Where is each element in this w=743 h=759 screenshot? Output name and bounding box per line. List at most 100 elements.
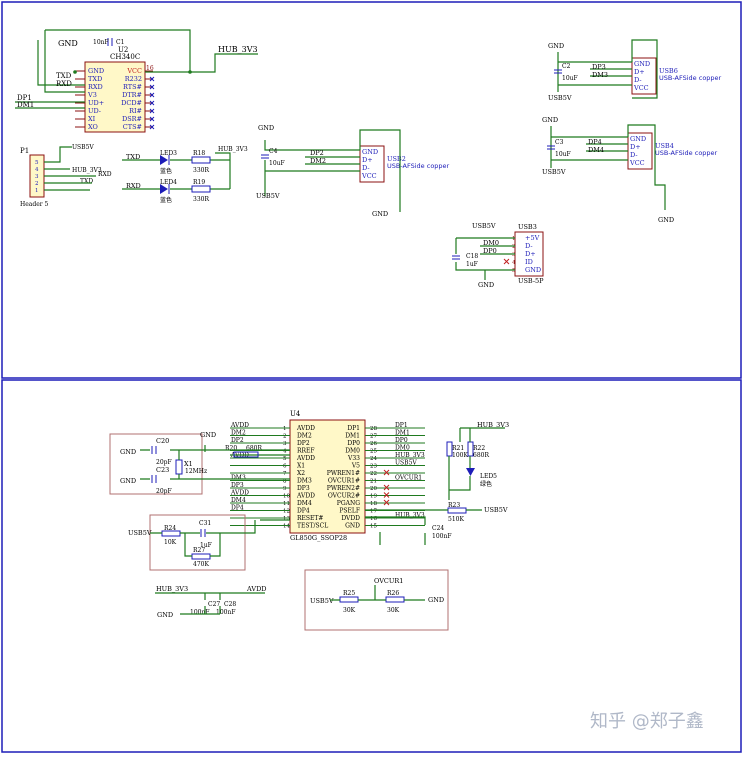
gl850-pin-label: GND [345, 523, 360, 530]
led-res-ref: R18 [193, 150, 205, 157]
rb-hub: HUB_3V3 [477, 421, 509, 429]
r24-val: 10K [164, 539, 177, 546]
gl850-pin-label: OVCUR2# [328, 493, 360, 500]
gl850-net-label: AVDD [230, 422, 249, 429]
header-pin-num: 2 [35, 181, 39, 187]
ch340-pin-label: R232 [125, 75, 142, 83]
usb3-pin-num: 4 [512, 260, 516, 266]
gl850-pin-num: 26 [370, 441, 377, 447]
usb2-cap-val: 10uF [269, 160, 285, 167]
ch340-pin-label: UD- [88, 107, 101, 115]
gl850-pin-num: 22 [370, 471, 377, 477]
gl850-net-label: DP1 [395, 422, 408, 429]
usb3-pin-label: +5V [525, 234, 540, 242]
gl850-pin-num: 28 [370, 426, 377, 432]
r25-symbol [339, 596, 359, 603]
no-connect-mark [383, 469, 390, 476]
usb2-net-label: DM2 [310, 157, 326, 165]
usb6-pin-label: VCC [633, 84, 649, 92]
usb2-pin-label: D- [362, 164, 370, 172]
usb3-pin-label: D- [525, 242, 533, 250]
usb2-net-label: USB5V [256, 192, 280, 200]
r20-symbol [233, 451, 259, 458]
usb6-pin-label: GND [634, 60, 650, 68]
ch340-pin-label: VCC [126, 67, 142, 75]
ch340-pin-label: RXD [88, 83, 103, 91]
dm1-label: DM1 [17, 101, 34, 109]
gl850-pin-label: PWREN1# [327, 470, 360, 477]
no-connect-mark [149, 100, 155, 106]
r21-ref: R21 [452, 445, 464, 452]
usb4-net-label: DM4 [588, 146, 604, 154]
led-hub-wire [215, 152, 231, 189]
usb6-wires [557, 39, 658, 99]
led-res-val: 330R [193, 196, 209, 203]
sheet-border-bottom [1, 379, 742, 753]
x1-val: 12MHz [185, 468, 207, 475]
usb3-name: USB-5P [518, 277, 544, 285]
usb6-net-label: DP3 [592, 63, 606, 71]
watermark: 知乎 @郑子鑫 [590, 711, 704, 732]
usb6-ref: USB6 [659, 67, 678, 75]
usb3-ref: USB3 [518, 223, 537, 231]
gl850-pin-label: DP1 [347, 425, 360, 432]
ch340-pin-label: GND [88, 67, 104, 75]
led-diode-symbol [160, 184, 168, 194]
usb3-pin-num: 1 [512, 236, 516, 242]
gl850-body [289, 419, 366, 534]
c24-ref: C24 [432, 525, 444, 532]
usb2-pin-label: GND [362, 148, 378, 156]
gl850-pin-num: 13 [283, 516, 290, 522]
gl850-pin-num: 23 [370, 464, 377, 470]
gl850-pin-label: AVDD [296, 455, 315, 462]
gl850-pin-label: PSELF [339, 508, 360, 515]
usb3-cap-ref: C18 [466, 253, 478, 260]
header-pin-num: 5 [35, 160, 39, 166]
gl850-pin-label: TEST/SCL [297, 523, 328, 530]
usb6-pin-label: D+ [634, 68, 645, 76]
r23-val: 510K [448, 516, 464, 523]
usb2-pin-label: D+ [362, 156, 373, 164]
header-name: Header 5 [20, 201, 49, 208]
gl850-pin-label: X1 [297, 463, 305, 470]
usb6-net-label: GND [548, 42, 564, 50]
gl850-net-label: DM3 [231, 475, 246, 482]
gl850-net-label: DM4 [231, 497, 246, 504]
gl850-pin-label: DM1 [345, 433, 360, 440]
gl850-pin-num: 24 [370, 456, 377, 462]
usb2-name: USB-AFSide copper [387, 162, 450, 170]
ovcur-block: USB5V R25 30K OVCUR1 R26 30K GND [304, 569, 449, 631]
gl850-net-label: DM2 [231, 430, 246, 437]
gl850-pin-label: DP2 [297, 440, 310, 447]
c24-val: 100nF [432, 533, 451, 540]
r25-val: 30K [343, 607, 356, 614]
usb4-cap-val: 10uF [555, 151, 571, 158]
usb3-pin-label: ID [525, 258, 533, 266]
usb3-gnd: GND [478, 281, 494, 289]
ov-wires [330, 585, 425, 601]
x1-ref: X1 [184, 460, 193, 468]
gl850-pin-label: DP3 [297, 485, 310, 492]
c23-val: 20pF [156, 488, 172, 495]
led-ref: LED4 [160, 179, 177, 186]
usb2-cap-ref: C4 [269, 148, 278, 155]
gl850-pin-num: 18 [370, 501, 377, 507]
usb4-pin-label: D- [630, 151, 638, 159]
reset-usb5v: USB5V [128, 529, 152, 537]
usb6-cap-val: 10uF [562, 75, 578, 82]
no-connect-mark [149, 84, 155, 90]
gl850-net-label: DM0 [395, 445, 410, 452]
crystal-box [109, 433, 203, 495]
r20-val: 680R [246, 445, 262, 452]
ch340-loop-wire [44, 29, 191, 93]
gl850-pin-num: 9 [283, 486, 287, 492]
reset-box [149, 514, 246, 571]
gl850-net-label: HUB_3V3 [395, 512, 425, 519]
ov-net: OVCUR1 [374, 577, 403, 585]
gl850-pin-num: 15 [370, 524, 377, 530]
usb4-pin-label: D+ [630, 143, 641, 151]
gl850-pin-label: DP0 [347, 440, 360, 447]
dp1-label: DP1 [17, 94, 32, 102]
